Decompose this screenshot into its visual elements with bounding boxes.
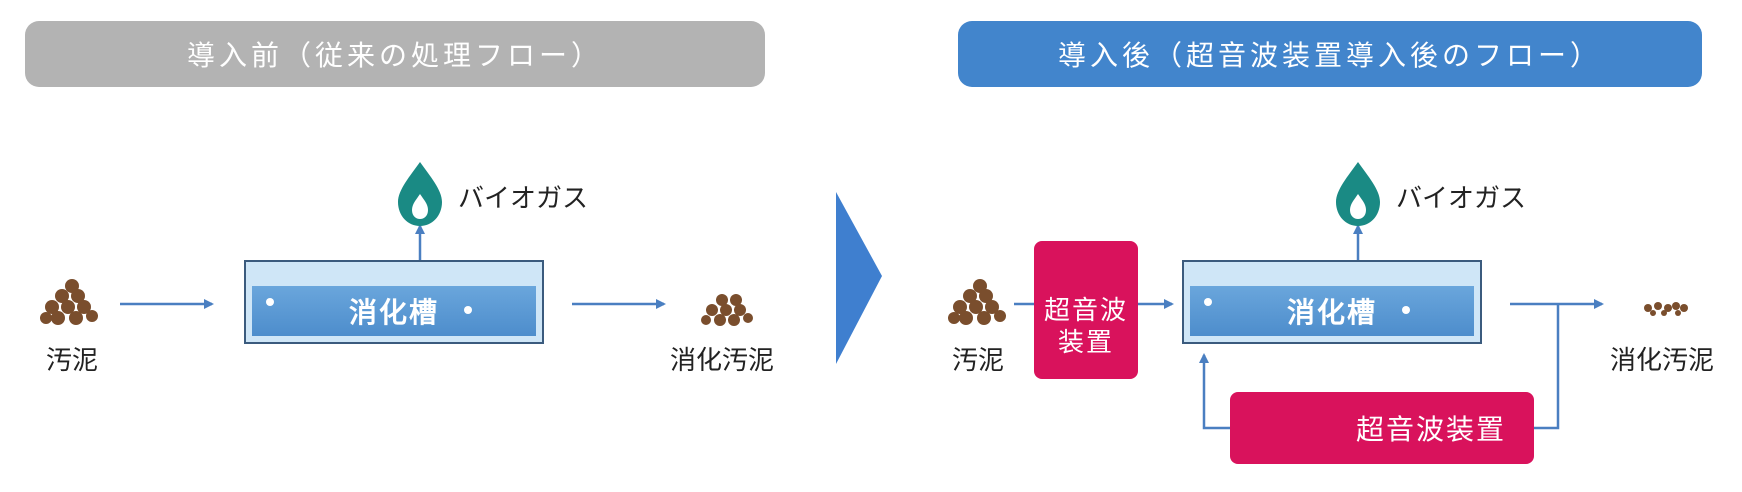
digester-water-after: 消化槽 [1190, 286, 1474, 336]
sludge-label: 汚泥 [46, 346, 99, 376]
recirculation-out [1534, 304, 1560, 430]
ultrasonic-device-recirc-box: 超音波装置 [1230, 392, 1534, 464]
before-header: 導入前（従来の処理フロー） [25, 21, 765, 87]
digester-tank-after: 消化槽 [1182, 260, 1482, 344]
flame-drop-icon [398, 162, 442, 226]
digested-sludge-label: 消化汚泥 [670, 346, 775, 376]
ultrasonic-device-box: 超音波 装置 [1034, 241, 1138, 379]
recirculation-in [1199, 353, 1230, 430]
digester-water: 消化槽 [252, 286, 536, 336]
flame-drop-icon [1336, 162, 1380, 226]
digester-label: 消化槽 [348, 296, 439, 329]
ultrasonic-device-label: 超音波 装置 [1043, 296, 1128, 358]
sludge-pile-icon [948, 279, 1006, 325]
digester-tank: 消化槽 [244, 260, 544, 344]
digester-label-after: 消化槽 [1286, 296, 1377, 329]
sludge-pile-icon [1644, 302, 1688, 316]
biogas-label: バイオガス [458, 184, 589, 214]
chevron-right-icon [836, 192, 882, 364]
sludge-pile-icon [40, 279, 98, 325]
sludge-label-after: 汚泥 [952, 346, 1005, 376]
biogas-label-after: バイオガス [1396, 184, 1527, 214]
after-header: 導入後（超音波装置導入後のフロー） [958, 21, 1702, 87]
digested-sludge-label-after: 消化汚泥 [1610, 346, 1715, 376]
sludge-pile-icon [701, 294, 753, 326]
ultrasonic-device-recirc-label: 超音波装置 [1356, 413, 1507, 446]
